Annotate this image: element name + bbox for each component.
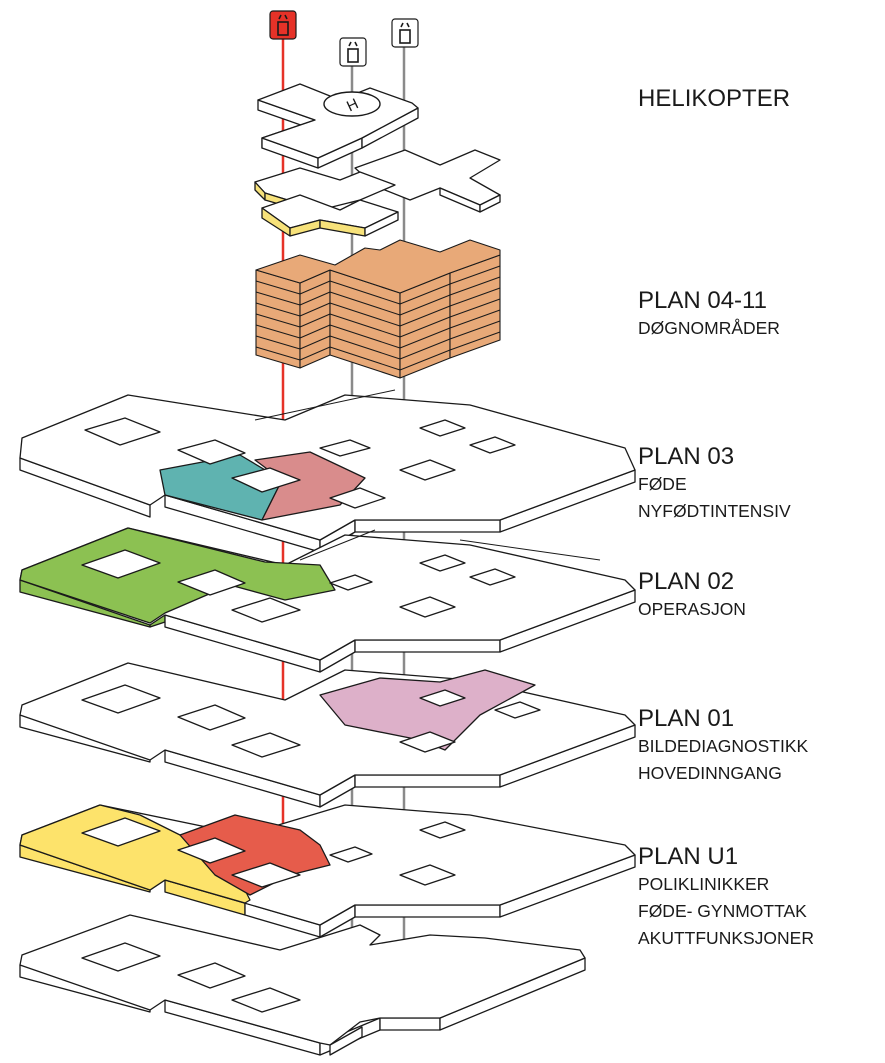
level-label-plan-03: PLAN 03 FØDE NYFØDTINTENSIV	[638, 443, 791, 525]
plan-01-top	[19, 662, 636, 796]
plan-01-floor	[19, 662, 636, 808]
zone-lilac	[319, 669, 536, 751]
elevator-icon-red	[269, 10, 297, 40]
technical-levels	[254, 149, 501, 237]
level-label-plan-04-11: PLAN 04-11 DØGNOMRÅDER	[638, 287, 780, 342]
basement-floor	[19, 914, 586, 1056]
plan-03-floor	[19, 394, 636, 553]
connection-lines	[254, 389, 601, 561]
level-title: PLAN 02	[638, 568, 735, 595]
level-subtitle: POLIKLINIKKER	[638, 874, 770, 894]
level-title: HELIKOPTER	[638, 85, 791, 112]
level-title: PLAN 03	[638, 443, 735, 470]
level-label-helikopter: HELIKOPTER	[638, 85, 790, 113]
zone-yellow	[19, 804, 251, 904]
zone-red	[179, 814, 331, 896]
level-subtitle: DØGNOMRÅDER	[638, 318, 780, 338]
level-subtitle: FØDE- GYNMOTTAK	[638, 901, 807, 921]
elevator-icon	[391, 18, 419, 48]
plan-02-floor	[19, 527, 636, 673]
helipad-circle	[323, 91, 381, 117]
level-label-plan-u1: PLAN U1 POLIKLINIKKER FØDE- GYNMOTTAK AK…	[638, 843, 814, 952]
level-title: PLAN 04-11	[638, 287, 767, 314]
ward-floor-lines	[255, 265, 501, 371]
ward-top	[255, 239, 501, 294]
zone-green	[19, 527, 336, 624]
plan-u1-floor	[19, 804, 636, 938]
level-title: PLAN 01	[638, 705, 735, 732]
level-label-plan-02: PLAN 02 OPERASJON	[638, 568, 746, 623]
elevator-icons	[269, 10, 419, 67]
helipad-level: H	[257, 83, 419, 169]
level-subtitle: FØDE	[638, 474, 687, 494]
level-subtitle: HOVEDINNGANG	[638, 763, 782, 783]
basement-top	[19, 914, 586, 1046]
level-label-plan-01: PLAN 01 BILDEDIAGNOSTIKK HOVEDINNGANG	[638, 705, 808, 787]
ward-stack	[255, 239, 501, 379]
level-title: PLAN U1	[638, 843, 739, 870]
level-subtitle: AKUTTFUNKSJONER	[638, 928, 814, 948]
level-subtitle: BILDEDIAGNOSTIKK	[638, 736, 809, 756]
level-subtitle: OPERASJON	[638, 599, 746, 619]
level-subtitle: NYFØDTINTENSIV	[638, 501, 791, 521]
elevator-icon	[339, 37, 367, 67]
